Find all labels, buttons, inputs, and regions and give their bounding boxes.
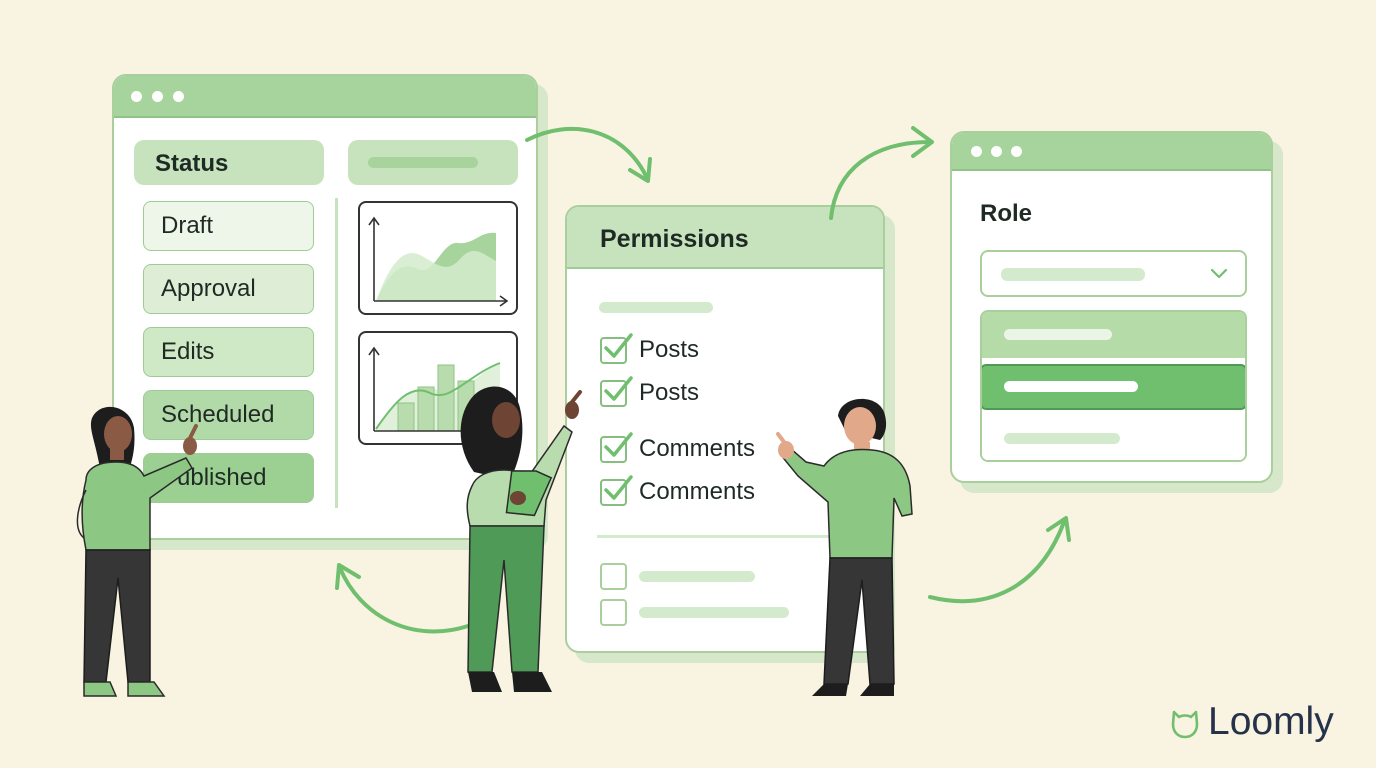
role-option-selected[interactable] — [982, 364, 1245, 410]
person-illustration — [460, 386, 582, 692]
permission-label: Posts — [639, 336, 700, 363]
loomly-logo-icon — [1171, 710, 1199, 739]
role-select[interactable] — [980, 250, 1247, 297]
permission-label: Comments — [639, 478, 756, 505]
status-item-label: Scheduled — [161, 401, 275, 428]
section-divider — [597, 535, 863, 538]
person-illustration — [776, 398, 913, 696]
status-title: Status — [155, 150, 229, 177]
placeholder-bar — [1004, 329, 1112, 340]
check-icon — [604, 333, 633, 358]
status-item-label: Edits — [161, 338, 215, 365]
permissions-header: Permissions — [567, 207, 883, 269]
arrow-return-right — [928, 516, 1071, 604]
area-chart-card — [358, 201, 518, 315]
window-dot — [991, 146, 1002, 157]
status-header: Status — [134, 140, 324, 185]
placeholder-bar — [368, 157, 478, 168]
status-item-label: Draft — [161, 212, 214, 239]
placeholder-bar — [1004, 433, 1120, 444]
check-icon — [604, 432, 633, 457]
window-dot — [131, 91, 142, 102]
status-filter-bar — [348, 140, 518, 185]
window-dot — [173, 91, 184, 102]
window-dot — [971, 146, 982, 157]
area-chart-graphic — [368, 216, 509, 307]
placeholder-bar — [1001, 268, 1145, 281]
window-dot — [152, 91, 163, 102]
arrow-return-left — [335, 563, 470, 634]
check-icon — [604, 475, 633, 500]
window-dot — [1011, 146, 1022, 157]
role-title: Role — [980, 200, 1033, 227]
role-window: Role — [950, 131, 1273, 483]
column-divider — [335, 198, 338, 508]
permission-checkbox[interactable] — [600, 563, 627, 590]
permission-label: Posts — [639, 379, 700, 406]
placeholder-bar — [1004, 381, 1138, 392]
chevron-down-icon — [1210, 268, 1228, 279]
role-options-list — [980, 310, 1247, 462]
permission-checkbox[interactable] — [600, 479, 627, 506]
permission-checkbox[interactable] — [600, 436, 627, 463]
status-item-label: Approval — [161, 275, 256, 302]
check-icon — [604, 376, 633, 401]
role-option[interactable] — [982, 416, 1245, 460]
permission-checkbox[interactable] — [600, 599, 627, 626]
permission-label: Comments — [639, 435, 756, 462]
role-option[interactable] — [982, 312, 1245, 358]
permissions-title: Permissions — [600, 225, 749, 253]
arrow-status-to-permissions — [525, 126, 652, 183]
status-item-approval[interactable]: Approval — [143, 264, 314, 314]
placeholder-bar — [639, 607, 789, 618]
status-item-draft[interactable]: Draft — [143, 201, 314, 251]
placeholder-bar — [639, 571, 755, 582]
placeholder-bar — [599, 302, 713, 313]
status-item-scheduled[interactable]: Scheduled — [143, 390, 314, 440]
status-window-titlebar — [114, 76, 536, 118]
role-window-titlebar — [952, 133, 1271, 171]
status-item-edits[interactable]: Edits — [143, 327, 314, 377]
person-illustration — [76, 406, 198, 697]
permission-checkbox[interactable] — [600, 337, 627, 364]
permission-checkbox[interactable] — [600, 380, 627, 407]
brand-name: Loomly — [1208, 700, 1334, 743]
